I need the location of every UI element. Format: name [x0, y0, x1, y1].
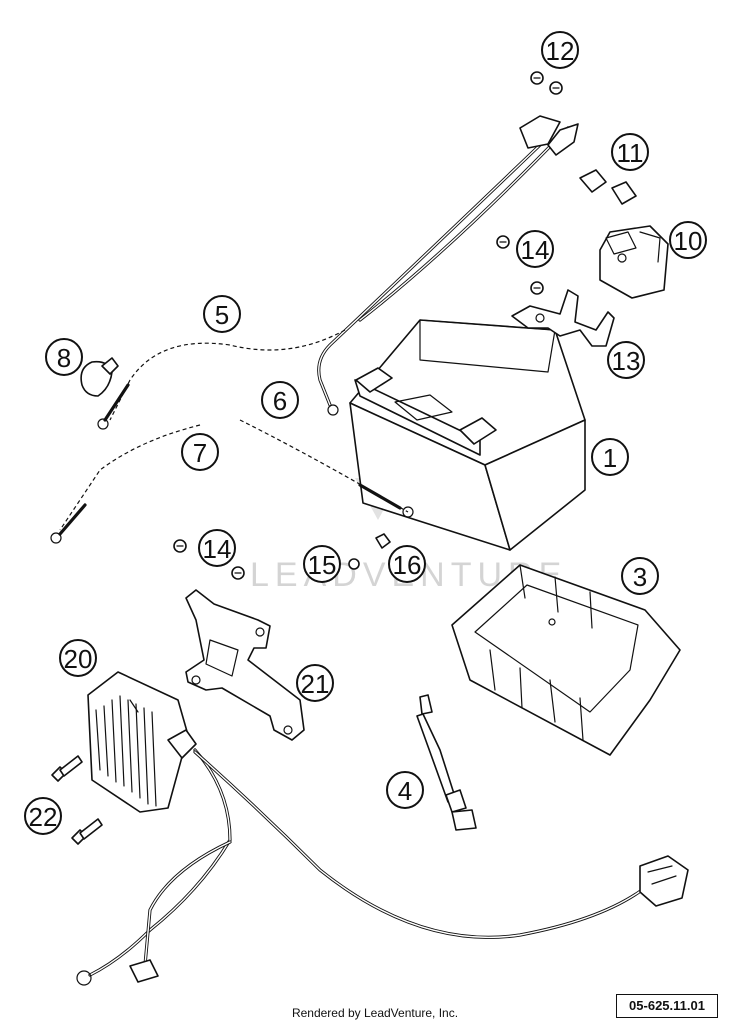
callout-8: 8 — [45, 338, 83, 376]
svg-text:12: 12 — [546, 36, 575, 66]
relay-bracket — [511, 289, 615, 347]
svg-text:4: 4 — [398, 776, 412, 806]
svg-text:14: 14 — [203, 534, 232, 564]
battery-tray — [451, 564, 681, 756]
footer-credit: Rendered by LeadVenture, Inc. — [291, 1006, 459, 1020]
terminal-cap — [80, 357, 119, 397]
callout-14-lower: 14 — [198, 529, 236, 567]
svg-text:11: 11 — [617, 138, 644, 168]
callout-1: 1 — [591, 438, 629, 476]
svg-text:20: 20 — [64, 644, 93, 674]
svg-text:22: 22 — [29, 802, 58, 832]
voltage-regulator — [87, 671, 197, 813]
diagram-reference-code: 05-625.11.01 — [616, 994, 718, 1018]
svg-text:6: 6 — [273, 386, 287, 416]
svg-text:1: 1 — [603, 443, 617, 473]
svg-text:8: 8 — [57, 343, 71, 373]
svg-text:10: 10 — [674, 226, 703, 256]
screws-12 — [530, 71, 563, 95]
svg-text:15: 15 — [308, 550, 337, 580]
screws-14-top — [496, 235, 544, 295]
svg-text:3: 3 — [633, 562, 647, 592]
callout-13: 13 — [607, 341, 645, 379]
svg-text:16: 16 — [393, 550, 422, 580]
callout-10: 10 — [669, 221, 707, 259]
screws-22 — [51, 755, 103, 845]
callout-22: 22 — [24, 797, 62, 835]
callout-6: 6 — [261, 381, 299, 419]
cable-group — [50, 115, 579, 544]
battery — [349, 319, 586, 551]
callout-4: 4 — [386, 771, 424, 809]
fuses-11 — [579, 169, 637, 205]
svg-text:13: 13 — [612, 346, 641, 376]
callout-11: 11 — [611, 133, 649, 171]
callout-14-top: 14 — [516, 230, 554, 268]
callout-20: 20 — [59, 639, 97, 677]
callout-3: 3 — [621, 557, 659, 595]
callout-5: 5 — [203, 295, 241, 333]
breather-hose — [416, 694, 477, 831]
callout-7: 7 — [181, 433, 219, 471]
callout-15: 15 — [303, 545, 341, 583]
callout-12: 12 — [541, 31, 579, 69]
regulator-bracket — [185, 589, 305, 741]
svg-text:7: 7 — [193, 438, 207, 468]
regulator-harness — [76, 748, 689, 986]
starter-relay — [599, 225, 669, 299]
screws-lower — [173, 533, 391, 580]
callout-21: 21 — [296, 664, 334, 702]
svg-text:14: 14 — [521, 235, 550, 265]
callout-16: 16 — [388, 545, 426, 583]
svg-text:21: 21 — [301, 669, 330, 699]
svg-text:5: 5 — [215, 300, 229, 330]
